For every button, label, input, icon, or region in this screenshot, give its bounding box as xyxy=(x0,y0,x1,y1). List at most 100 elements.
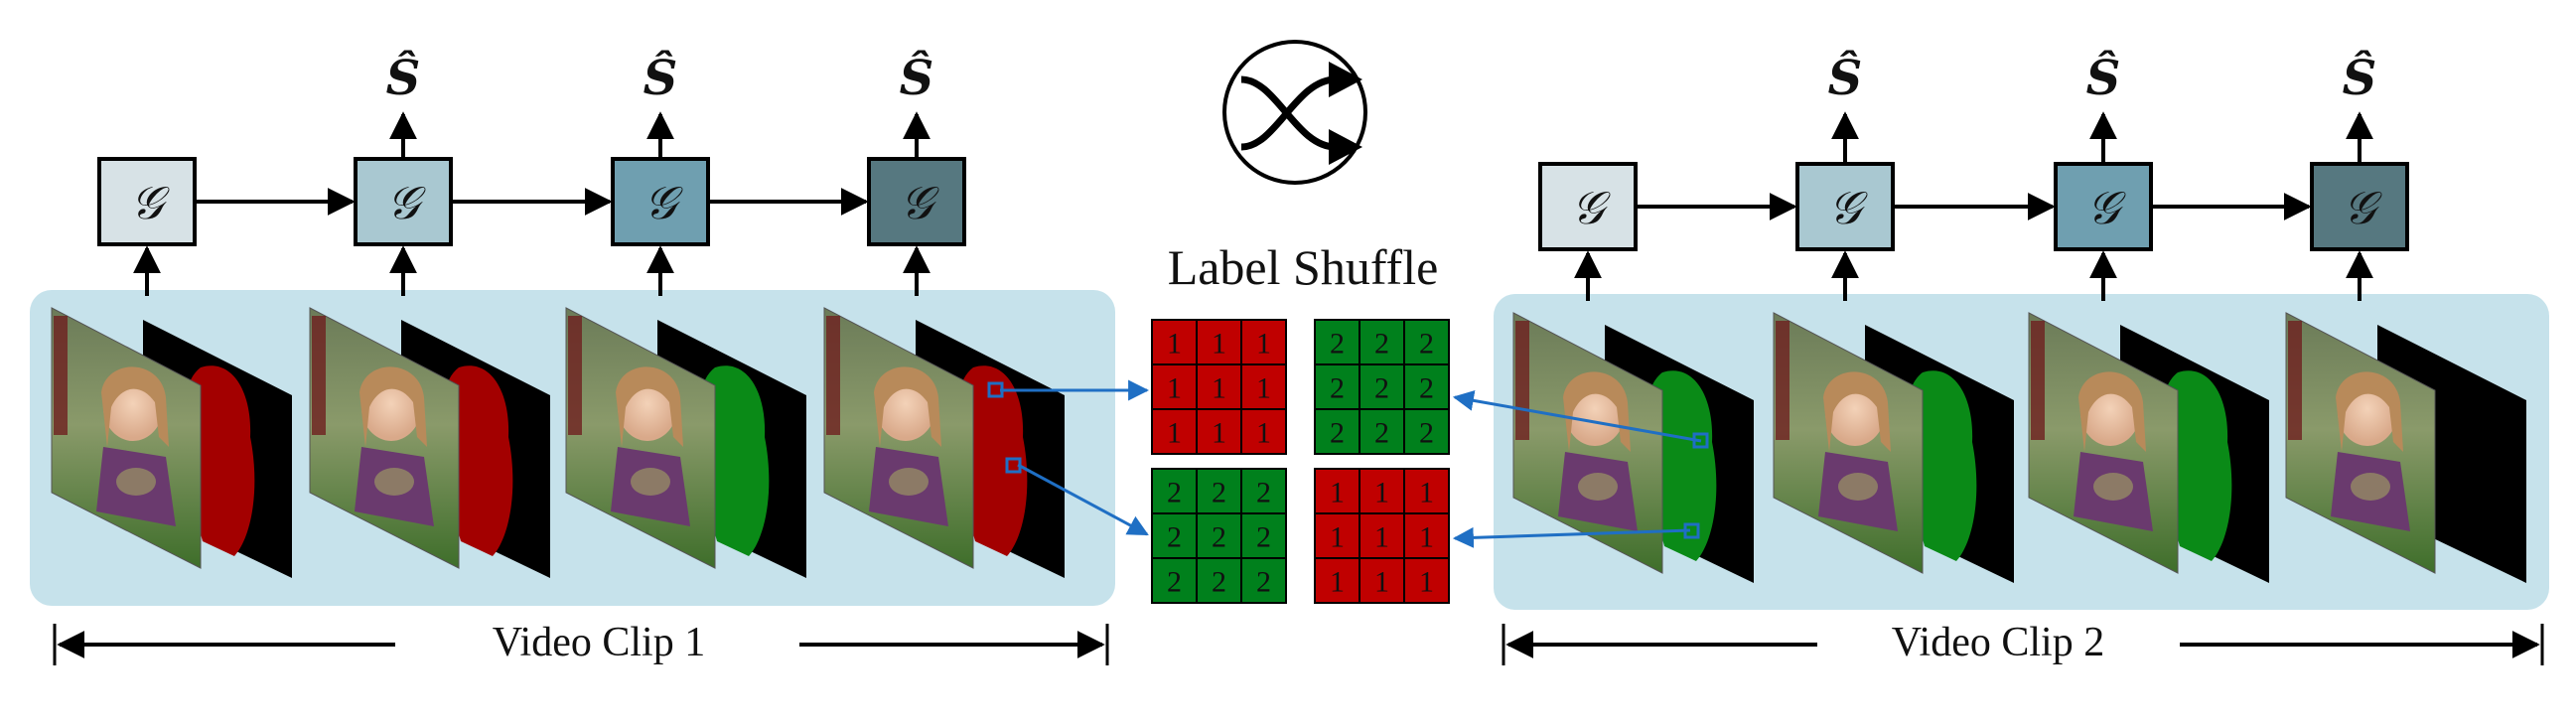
grid-cell xyxy=(1151,319,1198,365)
clip1-green-marker xyxy=(1005,457,1022,474)
grid-cell xyxy=(1403,408,1450,455)
clip2-mask-region xyxy=(1646,370,1717,561)
grid-cell xyxy=(1314,512,1360,559)
grid-cell-value: 1 xyxy=(1419,566,1434,599)
grid-cell-value: 2 xyxy=(1374,372,1389,405)
grid-cell-value: 2 xyxy=(1256,521,1271,554)
grid-cell-value: 2 xyxy=(1167,521,1182,554)
grid-cell-value: 1 xyxy=(1256,417,1271,450)
clip1-photo-hair xyxy=(874,366,941,447)
grid-cell-value: 1 xyxy=(1256,328,1271,361)
grid-cell-value: 1 xyxy=(1374,477,1389,509)
grid-cell-value: 2 xyxy=(1419,328,1434,361)
grid-cell-value: 2 xyxy=(1419,417,1434,450)
clip1-module-box xyxy=(97,157,197,246)
grid-cell xyxy=(1314,363,1360,410)
grid-cell-value: 1 xyxy=(1374,521,1389,554)
clip1-photo-door xyxy=(54,316,68,435)
clip1-frame-1 xyxy=(51,307,292,578)
arrow-clip1-green-to-grid xyxy=(1017,463,1149,536)
grid-cell xyxy=(1151,408,1198,455)
grid-cell xyxy=(1151,557,1198,604)
grid-cell-value: 1 xyxy=(1330,521,1345,554)
clip1-photo-cat xyxy=(631,468,670,496)
grid-cell xyxy=(1196,468,1242,514)
grid-cell xyxy=(1314,319,1360,365)
grid-cell-value: 2 xyxy=(1212,566,1226,599)
clip1-photo-door xyxy=(568,316,582,435)
clip1-red-marker xyxy=(987,381,1004,398)
clip1-mask-region xyxy=(185,365,255,556)
grid-cell xyxy=(1240,363,1287,410)
clip2-module-1: 𝒢 xyxy=(1538,162,1638,251)
grid-cell-value: 1 xyxy=(1212,372,1226,405)
clip2-module-2: 𝒢 xyxy=(1795,162,1895,251)
clip1-output-label: Ŝ xyxy=(900,49,934,106)
grid-cell xyxy=(1359,557,1405,604)
grid-cell-value: 2 xyxy=(1212,477,1226,509)
clip2-frame-3 xyxy=(2028,312,2269,583)
grid-cell xyxy=(1240,408,1287,455)
grid-cell-value: 2 xyxy=(1167,477,1182,509)
grid-cell xyxy=(1359,363,1405,410)
clip1-range: Video Clip 1 xyxy=(53,620,1109,665)
clip2-photo-door xyxy=(1515,321,1529,440)
grid-cell xyxy=(1314,408,1360,455)
grid-cell-value: 1 xyxy=(1374,566,1389,599)
clip1-module-2: 𝒢 xyxy=(354,157,453,246)
arrow-clip2-green-to-grid xyxy=(1452,389,1702,443)
grid-cell xyxy=(1403,363,1450,410)
clip1-photo-cat xyxy=(116,468,156,496)
grid-cell xyxy=(1403,557,1450,604)
clip1-photo-door xyxy=(826,316,840,435)
clip2-output-label: Ŝ xyxy=(2086,49,2121,106)
grid-cell-value: 1 xyxy=(1167,328,1182,361)
clip2-photo-door xyxy=(2031,321,2045,440)
clip1-photo-cat xyxy=(889,468,929,496)
clip2-photo-hair xyxy=(2336,371,2403,452)
clip1-output-label: Ŝ xyxy=(644,49,678,106)
clip2-photo-door xyxy=(2288,321,2302,440)
grid-cell-value: 2 xyxy=(1256,566,1271,599)
clip1-output-label: Ŝ xyxy=(386,49,421,106)
clip1-module-box xyxy=(867,157,966,246)
clip2-module-box xyxy=(1795,162,1895,251)
clip1-module-3: 𝒢 xyxy=(611,157,710,246)
clip2-photo-hair xyxy=(1823,371,1891,452)
grid-cell-value: 1 xyxy=(1330,566,1345,599)
clip2-frame-4 xyxy=(2285,312,2526,583)
grid-cell-value: 1 xyxy=(1419,477,1434,509)
clip1-photo-cat xyxy=(374,468,414,496)
grid-cell-value: 1 xyxy=(1167,417,1182,450)
grid-cell xyxy=(1196,512,1242,559)
clip2-background xyxy=(1494,294,2549,610)
clip2-photo-cat xyxy=(2351,473,2390,501)
clip1-photo-hair xyxy=(359,366,427,447)
grid-cell-value: 1 xyxy=(1212,328,1226,361)
grid-cell-value: 1 xyxy=(1330,477,1345,509)
grid-cell-value: 1 xyxy=(1167,372,1182,405)
clip2-label: Video Clip 2 xyxy=(1892,620,2104,665)
grid-cell-value: 2 xyxy=(1167,566,1182,599)
clip2-module-box xyxy=(2310,162,2409,251)
clip1-mask-region xyxy=(699,365,770,556)
clip1-photo-hair xyxy=(616,366,683,447)
clip1-module-1: 𝒢 xyxy=(97,157,197,246)
clip1-photo-hair xyxy=(101,366,169,447)
grid-cell xyxy=(1403,468,1450,514)
grid-cell xyxy=(1240,557,1287,604)
clip1-label: Video Clip 1 xyxy=(493,620,705,665)
clip2-mask-region xyxy=(1907,370,1977,561)
grid-cell xyxy=(1151,512,1198,559)
grid-cell xyxy=(1240,512,1287,559)
clip2-photo-hair xyxy=(1563,371,1631,452)
grid-cell xyxy=(1314,468,1360,514)
shuffle-arrows xyxy=(987,379,1709,548)
grid-cell-value: 1 xyxy=(1212,417,1226,450)
grid-cell-value: 1 xyxy=(1419,521,1434,554)
clip2-module-3: 𝒢 xyxy=(2054,162,2153,251)
